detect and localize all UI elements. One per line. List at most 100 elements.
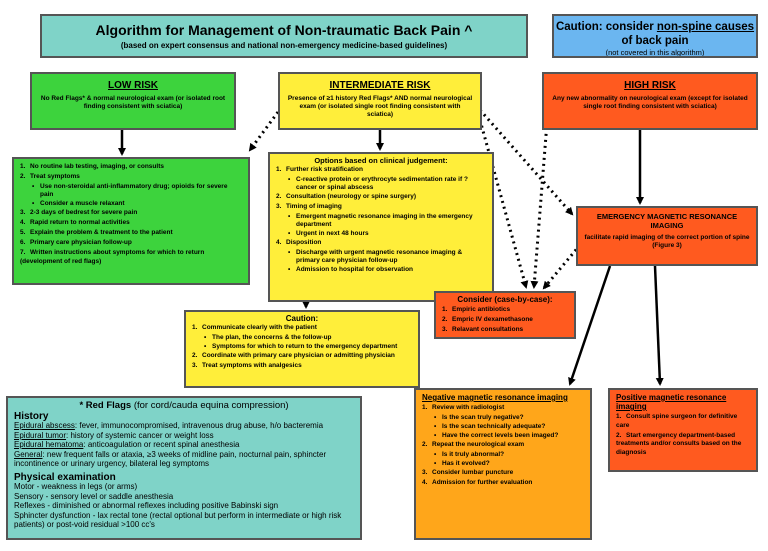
list-item-text: Review with radiologist xyxy=(432,404,505,411)
list-item: 2. Consultation (neurology or spine surge… xyxy=(276,193,486,202)
list-item: 3.Treat symptoms with analgesics xyxy=(192,362,412,371)
list-item-text: Empiric antibiotics xyxy=(452,306,511,313)
exam-item: Sensory - sensory level or saddle anesth… xyxy=(14,491,174,501)
history-item: Epidural abscess: fever, immunocompromis… xyxy=(14,421,354,431)
list-item: 3.Timing of imaging xyxy=(276,203,486,212)
list-sub-item: Have the correct levels been imaged? xyxy=(422,432,584,440)
list-item: 7.Written instructions about symptoms fo… xyxy=(20,249,242,266)
list-sub-item: Urgent in next 48 hours xyxy=(276,230,486,238)
history-item-text: : fever, immunocompromised, intravenous … xyxy=(74,421,324,430)
list-item-number: 3. xyxy=(442,326,448,333)
list-item: 1. No routine lab testing, imaging, or co… xyxy=(20,163,242,172)
list-item-text: Consultation (neurology or spine surgery… xyxy=(286,193,417,200)
list-item: 4.Admission for further evaluation xyxy=(422,479,584,488)
list-item-text: Consult spine surgeon for definitive car… xyxy=(616,413,738,429)
list-item-text: Treat symptoms xyxy=(30,173,80,180)
list-sub-item: Is the scan technically adequate? xyxy=(422,423,584,431)
list-item-number: 1. xyxy=(442,306,448,313)
intermediate-options-heading: Options based on clinical judgement: xyxy=(314,156,448,165)
low-risk-options: 1. No routine lab testing, imaging, or co… xyxy=(12,157,250,285)
list-item: 4. Disposition xyxy=(276,239,486,248)
arrow-emergency-to-negative xyxy=(568,265,612,386)
list-sub-item: Admission to hospital for observation xyxy=(276,266,486,274)
list-item-number: 1. xyxy=(422,404,428,411)
list-item-text: Start emergency department-based treatme… xyxy=(616,431,742,456)
caution-list: 1.Communicate clearly with the patientTh… xyxy=(192,324,412,371)
negative-mri-box: Negative magnetic resonance imaging 1.Re… xyxy=(414,388,592,540)
list-item-number: 3. xyxy=(276,203,282,210)
consider-list: 1. Empiric antibiotics 2. Empric IV dexamet… xyxy=(442,306,568,335)
dotted-emergency-to-consider xyxy=(542,244,582,290)
list-item-number: 5. xyxy=(20,229,26,236)
list-item: 1.Further risk stratification xyxy=(276,166,486,175)
list-item-number: 2. xyxy=(276,193,282,200)
list-item: 6.Primary care physician follow-up xyxy=(20,239,242,248)
list-item-text: No routine lab testing, imaging, or cons… xyxy=(30,163,164,170)
history-item-text: : anticoagulation or recent spinal anest… xyxy=(83,440,240,449)
list-item-number: 4. xyxy=(276,239,282,246)
exam-title: Physical examination xyxy=(14,471,116,483)
list-item-number: 4. xyxy=(422,479,428,486)
high-risk-description: Any new abnormality on neurological exam… xyxy=(552,95,748,110)
list-item-text: Rapid return to normal activities xyxy=(30,219,130,226)
low-risk-box: LOW RISK No Red Flags* & normal neurolog… xyxy=(30,72,236,130)
low-risk-heading: LOW RISK xyxy=(108,80,158,91)
history-item: General: new frequent falls or ataxia, ≥… xyxy=(14,450,354,469)
positive-mri-box: Positive magnetic resonance imaging 1.Co… xyxy=(608,388,758,472)
list-sub-item: Is the scan truly negative? xyxy=(422,414,584,422)
high-risk-heading: HIGH RISK xyxy=(624,80,676,91)
exam-list: Motor - weakness in legs (or arms)Sensor… xyxy=(14,482,354,530)
history-item-text: : new frequent falls or ataxia, ≥3 weeks… xyxy=(14,449,327,469)
list-sub-item: Symptoms for which to return to the emer… xyxy=(192,343,412,351)
intermediate-risk-heading: INTERMEDIATE RISK xyxy=(329,80,431,91)
history-item: Epidural tumor: history of systemic canc… xyxy=(14,431,354,441)
list-item: 3.Consider lumbar puncture xyxy=(422,469,584,478)
emergency-mri-heading: EMERGENCY MAGNETIC RESONANCE IMAGING xyxy=(596,212,738,230)
list-item-text: Communicate clearly with the patient xyxy=(202,324,317,331)
positive-mri-heading: Positive magnetic resonance imaging xyxy=(616,393,727,411)
list-item-text: Repeat the neurological exam xyxy=(432,441,525,448)
low-risk-description: No Red Flags* & normal neurological exam… xyxy=(40,95,226,110)
dotted-high-to-consider xyxy=(530,109,550,289)
emergency-mri-box: EMERGENCY MAGNETIC RESONANCE IMAGING fac… xyxy=(576,206,758,266)
list-sub-item: Discharge with urgent magnetic resonance… xyxy=(276,249,486,265)
list-item-text: Empric IV dexamethasone xyxy=(452,316,533,323)
list-item-number: 2. xyxy=(442,316,448,323)
list-item-text: Coordinate with primary care physician o… xyxy=(202,352,395,359)
list-item-number: 4. xyxy=(20,219,26,226)
list-item: 1.Communicate clearly with the patient xyxy=(192,324,412,333)
page-title: Algorithm for Management of Non-traumati… xyxy=(95,22,473,38)
history-item-label: Epidural tumor xyxy=(14,430,67,440)
history-item-label: General xyxy=(14,449,43,459)
red-flags-heading: * Red Flags (for cord/cauda equina compr… xyxy=(79,400,289,411)
list-sub-item: Use non-steroidal anti-inflammatory drug… xyxy=(20,183,242,199)
list-item-number: 2. xyxy=(192,352,198,359)
list-sub-item: Is it truly abnormal? xyxy=(422,451,584,459)
arrow-emergency-to-positive xyxy=(653,265,664,386)
intermediate-options: Options based on clinical judgement: 1.F… xyxy=(268,152,494,302)
list-sub-item: Emergent magnetic resonance imaging in t… xyxy=(276,213,486,229)
intermediate-risk-description: Presence of ≥1 history Red Flags* AND no… xyxy=(287,95,473,118)
page-subtitle: (based on expert consensus and national … xyxy=(120,41,448,50)
list-item-number: 1. xyxy=(276,166,282,173)
list-item-number: 1. xyxy=(20,163,26,170)
caution-box: Caution: 1.Communicate clearly with the … xyxy=(184,310,420,388)
list-item: 2.Start emergency department-based treat… xyxy=(616,432,750,458)
non-spine-caution-box: Caution: consider non-spine causes of ba… xyxy=(552,14,758,58)
list-item-text: Primary care physician follow-up xyxy=(30,239,132,246)
negative-mri-list: 1. Review with radiologist Is the scan tru… xyxy=(422,404,584,488)
list-sub-item: Has it evolved? xyxy=(422,460,584,468)
consider-box: Consider (case-by-case): 1. Empiric antib… xyxy=(434,291,576,339)
list-item-text: Explain the problem & treatment to the p… xyxy=(30,229,173,236)
list-item-text: Written instructions about symptoms for … xyxy=(20,249,205,265)
list-item-text: Treat symptoms with analgesics xyxy=(202,362,302,369)
exam-item: Motor - weakness in legs (or arms) xyxy=(14,482,138,491)
list-item-text: Disposition xyxy=(286,239,322,246)
list-item-number: 3. xyxy=(20,209,26,216)
consider-heading: Consider (case-by-case): xyxy=(457,295,553,304)
list-sub-item: Consider a muscle relaxant xyxy=(20,200,242,208)
positive-mri-list: 1.Consult spine surgeon for definitive c… xyxy=(616,413,750,457)
list-item: 2. Coordinate with primary care physician… xyxy=(192,352,412,361)
list-item: 1. Review with radiologist xyxy=(422,404,584,413)
list-item: 2.Treat symptoms xyxy=(20,173,242,182)
